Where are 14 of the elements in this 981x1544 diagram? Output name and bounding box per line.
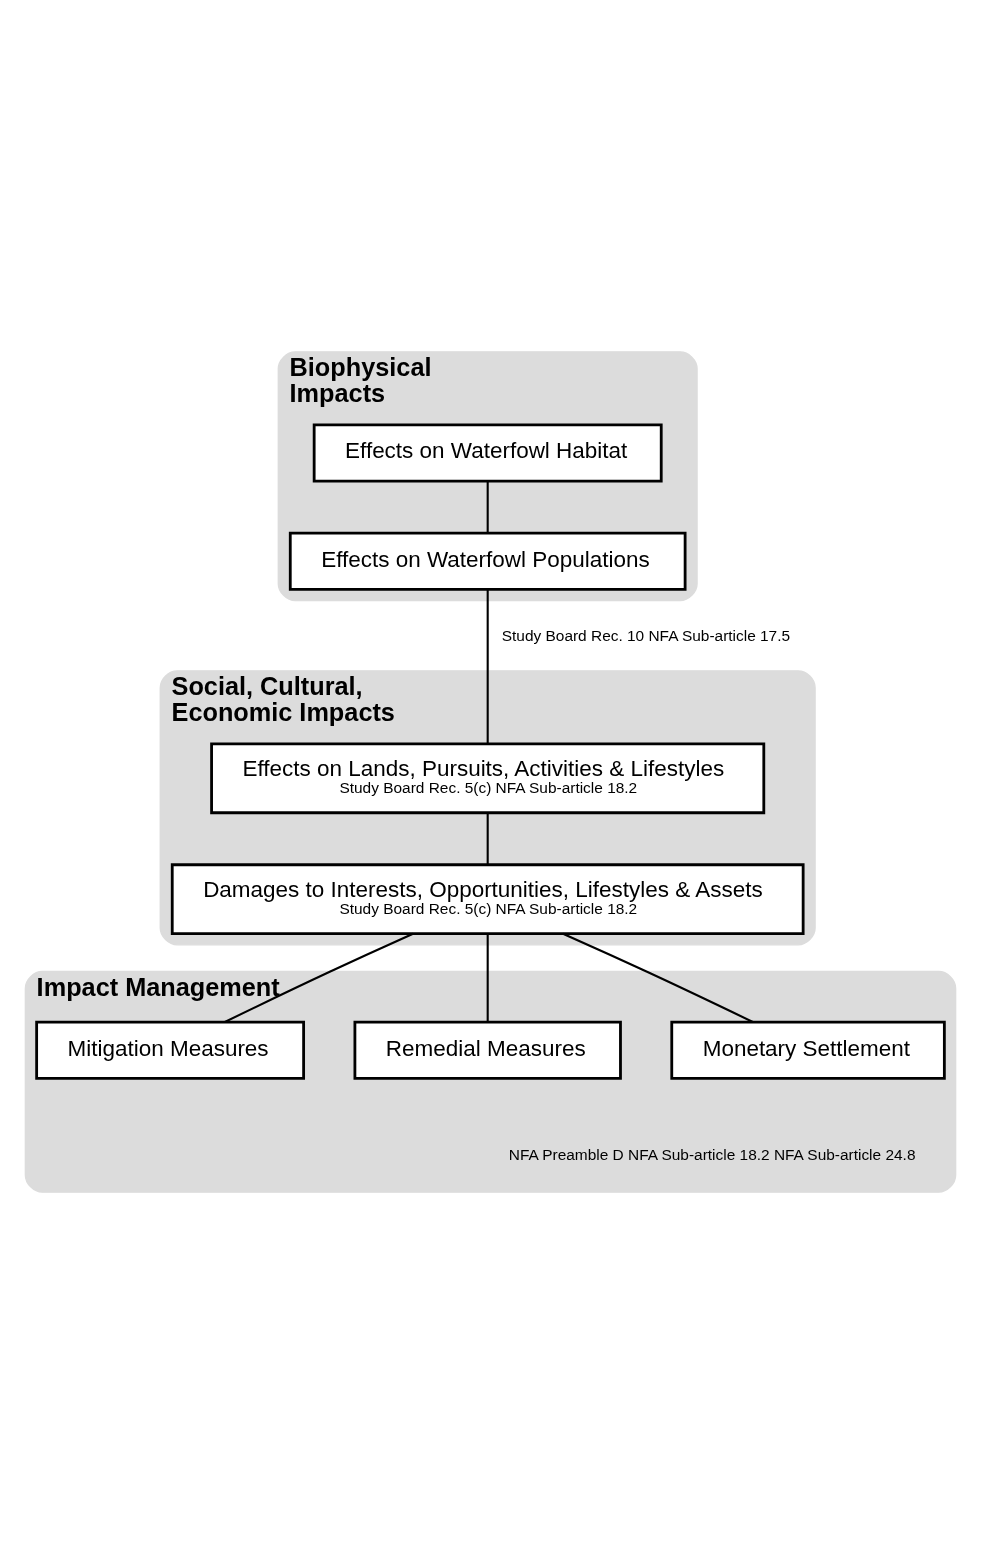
connector bbox=[486, 481, 489, 533]
connector bbox=[486, 933, 489, 1023]
connector bbox=[486, 589, 489, 744]
connector bbox=[562, 932, 754, 1023]
node-box: Effects on Waterfowl Habitat bbox=[312, 423, 663, 483]
node-box: Effects on Waterfowl Populations bbox=[288, 531, 687, 591]
node-box: Remedial Measures bbox=[353, 1020, 622, 1080]
node-box: Mitigation Measures bbox=[35, 1020, 306, 1080]
connector bbox=[224, 932, 414, 1023]
node-box: Monetary Settlement bbox=[670, 1020, 946, 1080]
node-box: Effects on Lands, Pursuits, Activities & Lifestyles Study Board Rec. 5(c) NFA Sub-article 18.2 bbox=[210, 742, 766, 815]
connector bbox=[486, 813, 489, 865]
edge-label: Study Board Rec. 10 NFA Sub-article 17.5 bbox=[501, 627, 791, 645]
node-box: Damages to Interests, Opportunities, Lifestyles & Assets Study Board Rec. 5(c) NFA Sub-article 18.2 bbox=[170, 863, 805, 935]
